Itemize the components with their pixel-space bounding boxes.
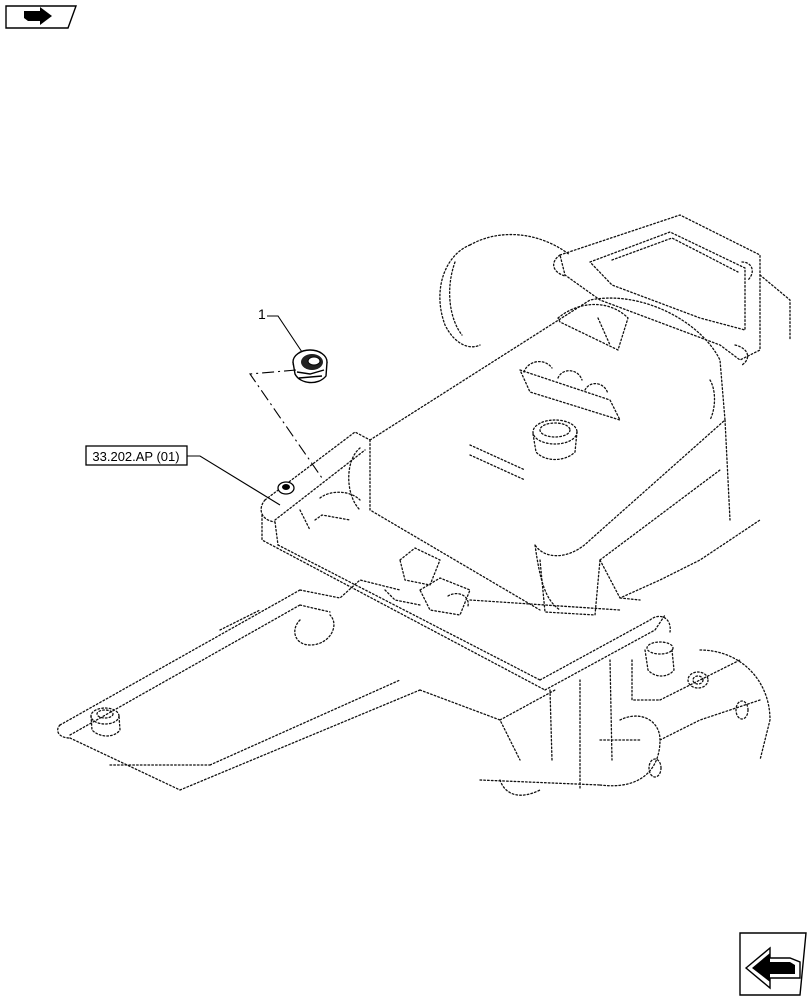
part-1-sensor[interactable] <box>292 349 328 384</box>
callout-1-label: 1 <box>258 306 266 322</box>
previous-page-arrow-icon[interactable] <box>5 5 77 29</box>
reference-box-label: 33.202.AP (01) <box>92 449 179 464</box>
engine-assembly-drawing <box>57 214 791 796</box>
reference-box[interactable]: 33.202.AP (01) <box>85 445 281 506</box>
assembly-center-line <box>249 369 323 479</box>
next-page-arrow-icon[interactable] <box>739 932 807 996</box>
callout-1[interactable]: 1 <box>258 306 303 353</box>
sensor-mounting-port <box>277 481 295 495</box>
